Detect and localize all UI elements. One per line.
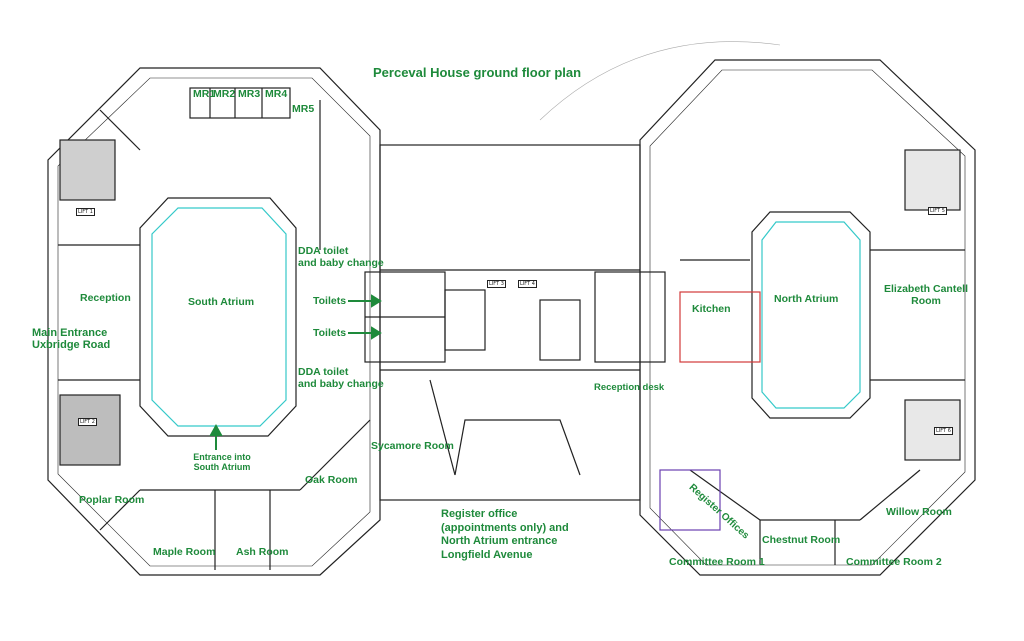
- north-atrium-outline: [761, 221, 861, 409]
- room-poplar: Poplar Room: [79, 494, 145, 506]
- room-oak: Oak Room: [305, 474, 358, 486]
- north-wing-inner: [649, 69, 966, 566]
- lift-5-label: LIFT 5: [928, 207, 947, 215]
- reception-desk-label: Reception desk: [594, 382, 665, 393]
- lift-1-label: LIFT 1: [76, 208, 95, 216]
- lift-6-label: LIFT 6: [934, 427, 953, 435]
- room-south-atrium: South Atrium: [188, 296, 255, 308]
- register-offices-block: [659, 469, 721, 531]
- south-wing-inner: [57, 77, 371, 567]
- room-reception: Reception: [80, 292, 131, 304]
- stair-core-sw: [59, 394, 121, 466]
- lift-2-label: LIFT 2: [78, 418, 97, 426]
- room-committee-1: Committee Room 1: [669, 556, 765, 568]
- room-north-atrium: North Atrium: [774, 293, 839, 305]
- room-elizabeth-cantell: Elizabeth Cantell Room: [883, 283, 969, 307]
- room-mr3: MR3: [238, 88, 261, 100]
- north-atrium-ring: [751, 211, 871, 419]
- toilet-block-east: [594, 271, 666, 363]
- room-chestnut: Chestnut Room: [762, 534, 841, 546]
- entrance-south-atrium: Entrance into South Atrium: [193, 452, 251, 472]
- dda-toilet-bottom: DDA toilet and baby change: [298, 366, 384, 390]
- lift-3-label: LIFT 3: [487, 280, 506, 288]
- north-wing-outline: [639, 59, 976, 576]
- central-stairs: [444, 289, 486, 351]
- mr-rooms-block: [189, 87, 291, 119]
- room-ash: Ash Room: [236, 546, 289, 558]
- main-entrance-label: Main Entrance Uxbridge Road: [32, 327, 111, 351]
- stair-core-ne: [904, 149, 961, 211]
- central-stairs-2: [539, 299, 581, 361]
- kitchen-room: [679, 291, 761, 363]
- plan-title: Perceval House ground floor plan: [373, 65, 582, 80]
- toilets-label-1: Toilets: [313, 295, 347, 307]
- room-sycamore: Sycamore Room: [371, 440, 454, 452]
- room-willow: Willow Room: [886, 506, 952, 518]
- room-mr2: MR2: [213, 88, 236, 100]
- room-maple: Maple Room: [153, 546, 216, 558]
- south-wing-outline: [47, 67, 381, 576]
- lift-4-label: LIFT 4: [518, 280, 537, 288]
- stair-core-nw: [59, 139, 116, 201]
- south-atrium-outline: [151, 207, 287, 427]
- room-committee-2: Committee Room 2: [846, 556, 942, 568]
- room-mr1: MR1: [193, 88, 216, 100]
- register-office-label: Register office (appointments only) and …: [441, 508, 569, 561]
- south-atrium-ring: [139, 197, 297, 437]
- room-kitchen: Kitchen: [692, 303, 731, 315]
- central-core: [379, 144, 641, 501]
- toilets-label-2: Toilets: [313, 327, 347, 339]
- room-mr5: MR5: [292, 103, 315, 115]
- dda-toilet-top: DDA toilet and baby change: [298, 245, 384, 269]
- room-mr4: MR4: [265, 88, 288, 100]
